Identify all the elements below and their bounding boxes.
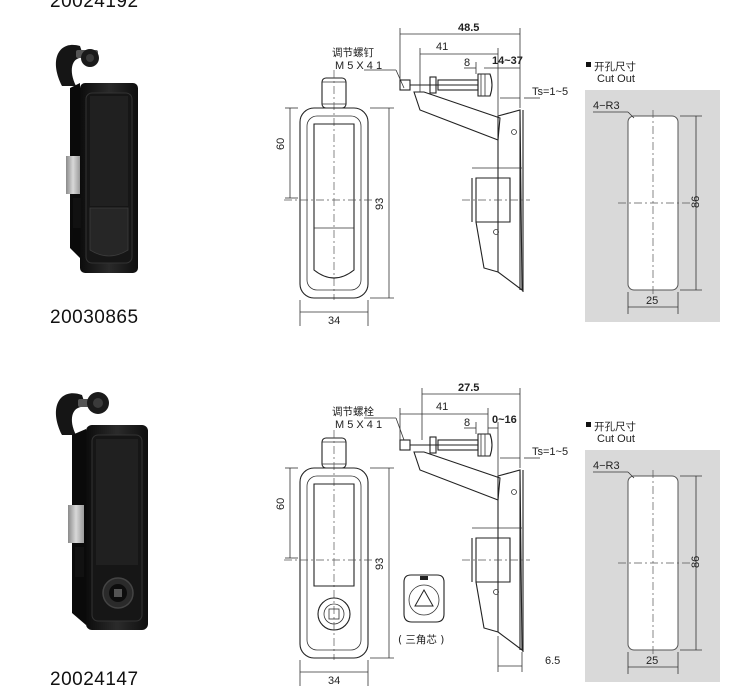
triangle-core-detail	[403, 574, 445, 623]
dim-2-ts: Ts=1~5	[532, 446, 568, 458]
cutout-2-title-cn: 开孔尺寸	[594, 420, 636, 433]
side-dims-1	[399, 28, 540, 116]
cutout-1-25: 25	[646, 295, 658, 307]
cutout-2-radius: 4−R3	[593, 460, 620, 472]
product-code-2: 20024147	[50, 669, 139, 690]
latch-photo-1	[55, 44, 138, 273]
cutout-1-title-cn: 开孔尺寸	[594, 60, 636, 73]
cutout-2-25: 25	[646, 655, 658, 667]
cutout-1-title-en: Cut Out	[597, 73, 635, 85]
cutout-2-86: 86	[690, 556, 702, 568]
cutout-2	[585, 422, 720, 682]
cutout-1-radius: 4−R3	[593, 100, 620, 112]
callout-1-line2: M 5 X 4 1	[335, 60, 382, 72]
side-view-1	[399, 73, 530, 292]
dim-1-60: 60	[275, 138, 287, 150]
latch-photo-2	[55, 392, 148, 630]
dim-1-34: 34	[328, 315, 340, 327]
callout-2-line2: M 5 X 4 1	[335, 419, 382, 431]
callout-2-line1: 调节螺栓	[332, 405, 374, 418]
front-dims-1	[285, 69, 405, 326]
callout-1-line1: 调节螺钉	[332, 47, 374, 59]
cutout-1-86: 86	[690, 196, 702, 208]
dim-2-60: 60	[275, 498, 287, 510]
dim-1-range: 14~37	[492, 55, 523, 67]
front-view-2	[284, 417, 405, 686]
dim-2-41: 41	[436, 401, 448, 413]
dim-2-range: 0~16	[492, 414, 517, 426]
dim-1-8: 8	[464, 57, 470, 69]
product-code-top: 20024192	[50, 0, 139, 12]
dim-2-6-5: 6.5	[545, 655, 560, 667]
dim-2-overall: 27.5	[458, 382, 479, 394]
front-view-1	[284, 70, 380, 300]
dim-1-ts: Ts=1~5	[532, 86, 568, 98]
dim-1-overall: 48.5	[458, 22, 479, 34]
dim-2-8: 8	[464, 417, 470, 429]
dim-1-41: 41	[436, 41, 448, 53]
dim-1-93: 93	[374, 198, 386, 210]
dim-2-34: 34	[328, 675, 340, 687]
dim-2-93: 93	[374, 558, 386, 570]
cutout-2-title-en: Cut Out	[597, 433, 635, 445]
cutout-1	[585, 62, 720, 322]
side-view-2	[399, 388, 540, 672]
triangle-core-label: ( 三角芯 )	[398, 633, 444, 646]
product-code-1: 20030865	[50, 307, 139, 328]
